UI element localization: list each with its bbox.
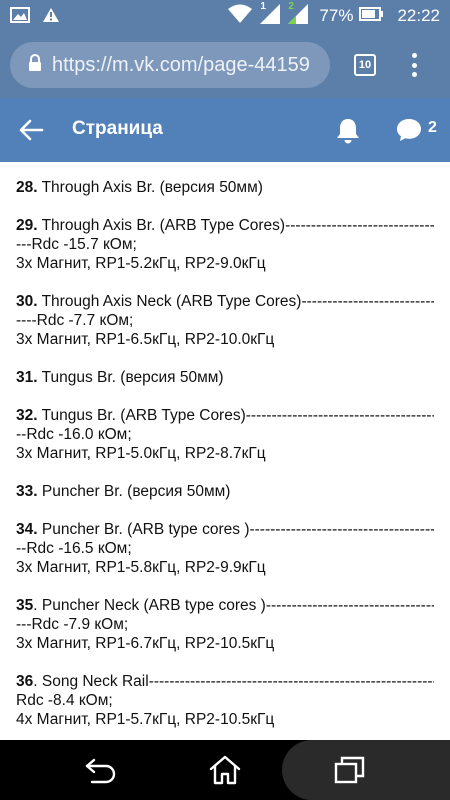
- item-line: Puncher Br. (версия 50мм): [37, 483, 231, 500]
- list-item: 35. Puncher Neck (ARB type cores )------…: [16, 596, 434, 653]
- browser-toolbar: https://m.vk.com/page-44159 10: [0, 32, 450, 98]
- list-item: 31. Tungus Br. (версия 50мм): [16, 368, 434, 387]
- item-line: 4x Магнит, RP1-5.7кГц, RP2-10.5кГц: [16, 711, 275, 728]
- item-number: 29.: [16, 217, 38, 234]
- item-line: ---Rdc -15.7 кОм;: [16, 236, 137, 253]
- system-nav-bar: [0, 740, 450, 800]
- item-line: Through Axis Br. (ARB Type Cores)-------…: [37, 217, 434, 234]
- url-text: https://m.vk.com/page-44159: [52, 53, 310, 76]
- list-item: 28. Through Axis Br. (версия 50мм): [16, 178, 434, 197]
- item-line: Through Axis Br. (версия 50мм): [37, 179, 263, 196]
- message-count-badge: 2: [428, 119, 437, 136]
- menu-dot: [411, 72, 417, 77]
- nav-back-icon[interactable]: [84, 754, 118, 786]
- status-right-icons: 1 2 77% 22:22: [227, 0, 440, 32]
- item-line: . Song Neck Rail------------------------…: [33, 673, 434, 690]
- battery-icon: [359, 6, 384, 26]
- item-number: 32.: [16, 407, 38, 424]
- sim1-label: 1: [260, 0, 266, 12]
- clock: 22:22: [397, 6, 440, 25]
- item-number: 28.: [16, 179, 38, 196]
- page-content: 28. Through Axis Br. (версия 50мм) 29. T…: [0, 162, 450, 740]
- item-line: --Rdc -16.5 кОм;: [16, 540, 132, 557]
- item-line: ---Rdc -7.9 кОм;: [16, 616, 129, 633]
- nav-recent-icon[interactable]: [333, 754, 367, 786]
- signal-icon: 1: [259, 0, 281, 30]
- nav-recent-highlight: [282, 740, 450, 800]
- list-item: 34. Puncher Br. (ARB type cores )-------…: [16, 520, 434, 577]
- url-bar[interactable]: https://m.vk.com/page-44159: [10, 42, 330, 88]
- menu-dot: [411, 53, 417, 58]
- item-number: 33.: [16, 483, 38, 500]
- status-left-icons: [10, 7, 60, 28]
- item-line: Puncher Br. (ARB type cores )-----------…: [37, 521, 434, 538]
- back-arrow-icon[interactable]: [18, 118, 44, 142]
- app-header: Страница 2: [0, 98, 450, 162]
- message-icon[interactable]: [395, 116, 423, 144]
- page-title: Страница: [72, 118, 163, 139]
- item-line: 3x Магнит, RP1-5.8кГц, RP2-9.9кГц: [16, 559, 266, 576]
- item-line: Rdc -8.4 кОм;: [16, 692, 113, 709]
- item-line: 3x Магнит, RP1-5.2кГц, RP2-9.0кГц: [16, 255, 266, 272]
- lock-icon: [28, 53, 42, 77]
- item-line: 3x Магнит, RP1-6.5кГц, RP2-10.0кГц: [16, 331, 275, 348]
- battery-percent: 77%: [319, 6, 354, 25]
- item-line: ----Rdc -7.7 кОм;: [16, 312, 134, 329]
- item-number: 30.: [16, 293, 38, 310]
- gallery-icon: [10, 7, 30, 28]
- list-item: 32. Tungus Br. (ARB Type Cores)---------…: [16, 406, 434, 463]
- nav-home-icon[interactable]: [208, 754, 242, 786]
- list-item: 30. Through Axis Neck (ARB Type Cores)--…: [16, 292, 434, 349]
- menu-dot: [411, 62, 417, 68]
- list-item: 29. Through Axis Br. (ARB Type Cores)---…: [16, 216, 434, 273]
- wifi-icon: [227, 4, 253, 29]
- item-number: 34.: [16, 521, 38, 538]
- item-line: Through Axis Neck (ARB Type Cores)------…: [37, 293, 434, 310]
- item-number: 35: [16, 597, 34, 614]
- item-line: Tungus Br. (ARB Type Cores)-------------…: [37, 407, 434, 424]
- tab-switcher-button[interactable]: 10: [354, 54, 376, 76]
- item-line: 3x Магнит, RP1-6.7кГц, RP2-10.5кГц: [16, 635, 275, 652]
- bell-icon[interactable]: [334, 116, 362, 144]
- overflow-menu-button[interactable]: [406, 50, 422, 80]
- item-line: . Puncher Neck (ARB type cores )--------…: [33, 597, 434, 614]
- list-item: 36. Song Neck Rail----------------------…: [16, 672, 434, 729]
- item-line: 3x Магнит, RP1-5.0кГц, RP2-8.7кГц: [16, 445, 266, 462]
- status-bar: 1 2 77% 22:22: [0, 0, 450, 32]
- item-line: Tungus Br. (версия 50мм): [37, 369, 224, 386]
- warning-icon: [42, 7, 60, 28]
- item-number: 31.: [16, 369, 38, 386]
- sim2-label: 2: [288, 0, 294, 12]
- signal-icon: 2: [287, 0, 309, 30]
- item-number: 36: [16, 673, 34, 690]
- list-item: 33. Puncher Br. (версия 50мм): [16, 482, 434, 501]
- item-line: --Rdc -16.0 кОм;: [16, 426, 132, 443]
